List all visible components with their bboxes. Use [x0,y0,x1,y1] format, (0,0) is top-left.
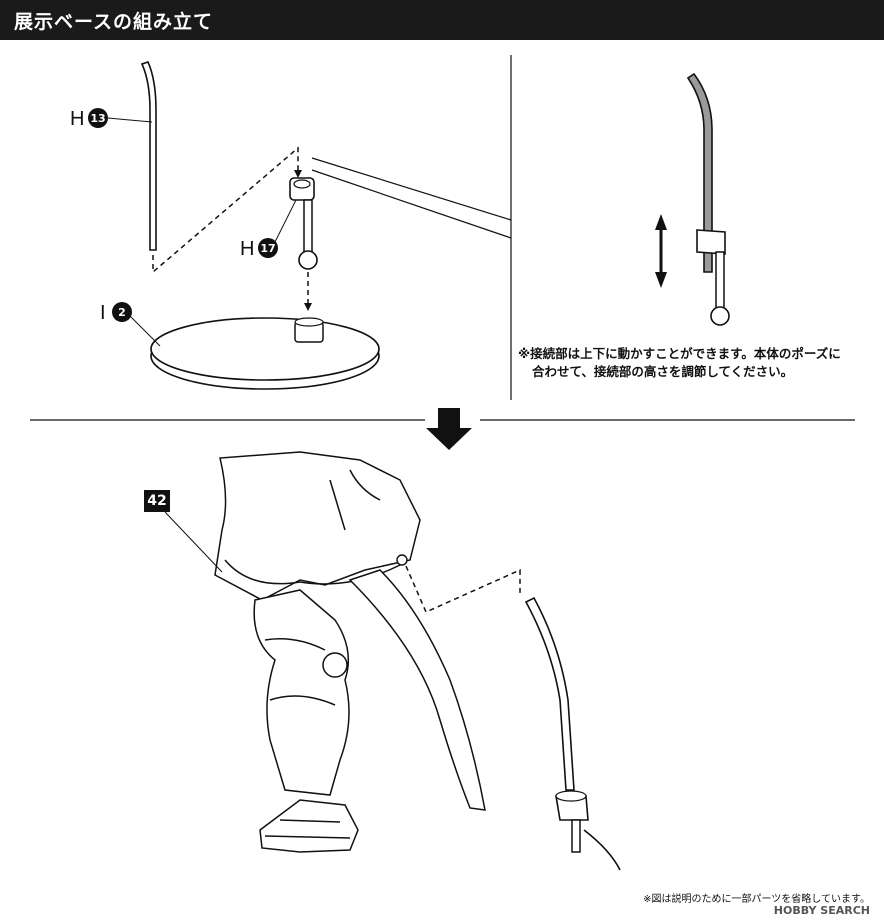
label-h13-letter: H [70,108,85,130]
dashed-link-figure [405,565,521,613]
label-h17-letter: H [240,238,255,260]
detail-rod [686,72,713,273]
leader-h13 [107,117,153,123]
badge-2: 2 [112,302,132,322]
detail-connector-clip [696,229,726,255]
arrow-up-icon [655,214,667,230]
badge-13: 13 [88,108,108,128]
arrow-down-to-base [304,303,312,311]
detail-connector-ball [710,306,730,326]
assembly-illustration [30,55,855,871]
arrow-down-small [294,170,302,178]
leader-42 [164,511,223,573]
header-bar: 展示ベースの組み立て [0,0,884,40]
page-title: 展示ベースの組み立て [14,11,214,33]
figure-lower-body [214,451,486,853]
omission-footnote: ※図は説明のために一部パーツを省略しています。 [643,894,870,905]
label-i2-letter: I [100,302,106,324]
arrow-down-icon [655,272,667,288]
detail-connector-stem [715,251,725,309]
step-arrow-down-icon [426,408,472,450]
connector-note: ※接続部は上下に動かすことができます。本体のポーズに 合わせて、接続部の高さを調… [518,345,878,381]
lower-rod [524,596,575,791]
zoom-line-top [311,157,512,221]
note-line-2: 合わせて、接続部の高さを調節してください。 [532,364,794,379]
connector-h17-ball [298,250,318,270]
lower-connector-stem [571,819,581,853]
dashed-link-rod [152,146,299,274]
zoom-line-bottom [311,169,512,239]
base-plate-top [150,317,380,381]
rod-h13 [140,61,157,251]
badge-17: 17 [258,238,278,258]
note-line-1: ※接続部は上下に動かすことができます。本体のポーズに [518,346,841,361]
leader-h17 [274,199,297,243]
badge-42: 42 [144,490,170,512]
leader-i2 [129,315,161,347]
connector-h17-stem [303,199,313,253]
lower-rod-curve [583,829,621,871]
watermark: HOBBY SEARCH [773,904,870,917]
